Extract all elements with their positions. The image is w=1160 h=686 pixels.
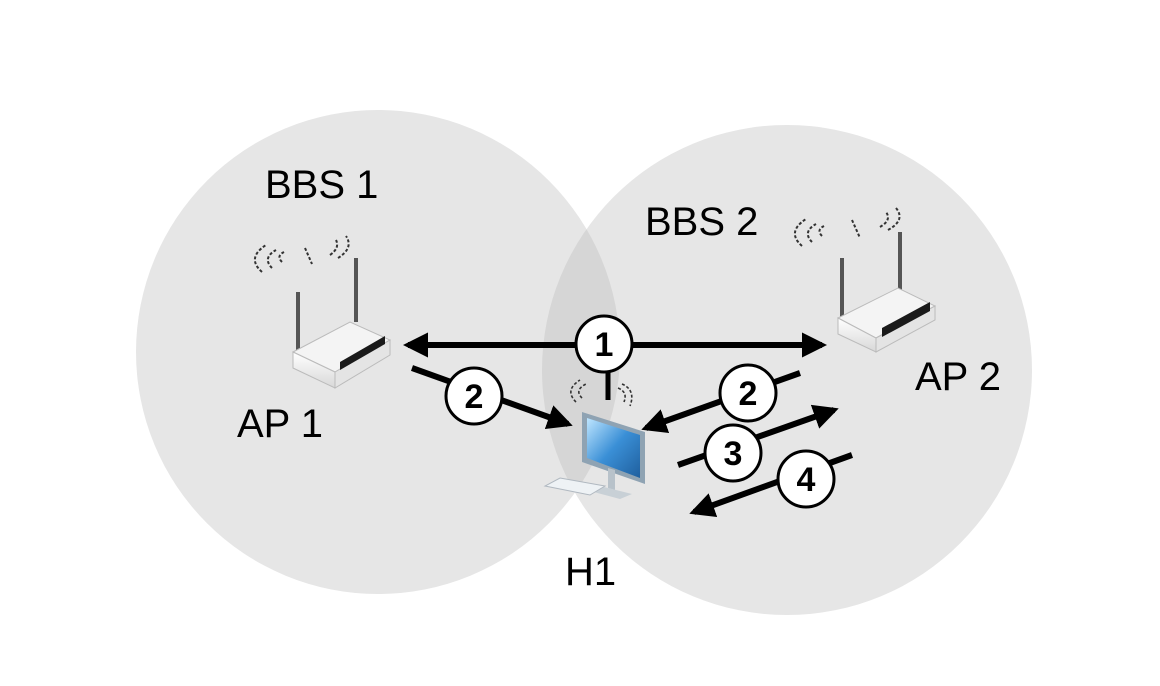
ap2-router-icon: [794, 207, 937, 353]
bss1-label: BBS 1: [265, 163, 378, 207]
step2a-number: 2: [465, 378, 484, 416]
bss2-coverage-circle: [542, 125, 1032, 615]
ap2-label: AP 2: [915, 355, 1001, 399]
h1-computer-icon: [543, 379, 645, 499]
bss2-label: BBS 2: [645, 200, 758, 244]
step2b-number: 2: [739, 375, 758, 413]
step4-number: 4: [797, 461, 816, 499]
step1-badge: 1: [574, 314, 634, 374]
step2b-badge: 2: [718, 363, 778, 423]
step3-number: 3: [724, 435, 743, 473]
step1-number: 1: [595, 326, 614, 364]
ap1-label: AP 1: [237, 402, 323, 446]
h1-label: H1: [565, 550, 616, 594]
step2a-badge: 2: [444, 366, 504, 426]
step3-badge: 3: [703, 423, 763, 483]
ap1-router-icon: [254, 235, 392, 389]
step4-badge: 4: [776, 449, 836, 509]
